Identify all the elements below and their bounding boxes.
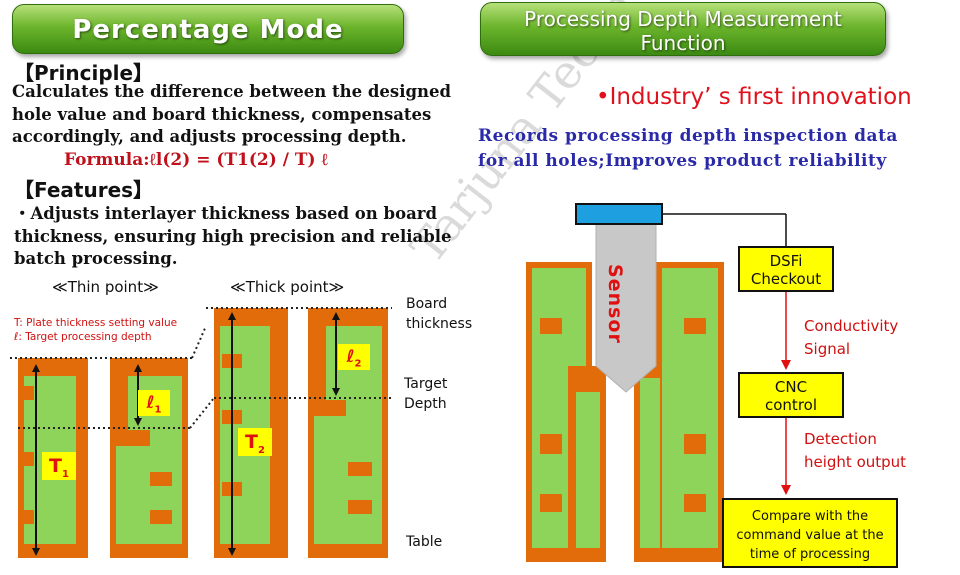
table-label: Table (406, 534, 443, 550)
target-depth-line-2: Depth (404, 396, 447, 412)
dsfi-checkout-box: DSFi Checkout (738, 246, 834, 292)
conductivity-signal-label: Conductivity Signal (804, 315, 898, 361)
features-text: ・Adjusts interlayer thickness based on b… (14, 203, 452, 271)
l1-tag-letter: ℓ (146, 393, 155, 413)
records-line-2: for all holes;Improves product reliabili… (478, 151, 887, 171)
percentage-mode-title: Percentage Mode (12, 4, 404, 54)
legend-t: T: Plate thickness setting value (14, 317, 178, 329)
principle-line-2: hole value and board thickness, compensa… (12, 104, 432, 124)
sensor-diagram (526, 203, 791, 562)
dsfi-line-1: DSFi (769, 252, 803, 270)
formula: Formula:ℓl(2) = (T1(2) / T) ℓ (64, 150, 328, 170)
records-line-1: Records processing depth inspection data (478, 126, 898, 146)
t1-tag: T1 (42, 452, 76, 480)
target-depth-line-1: Target (404, 376, 448, 392)
target-depth-label: Target Depth (404, 374, 447, 414)
processing-depth-title-line1: Processing Depth Measurement (524, 7, 842, 31)
industry-first-innovation: •Industry’ s first innovation (596, 84, 912, 110)
compare-line-1: Compare with the (751, 509, 869, 524)
l2-tag-letter: ℓ (346, 347, 355, 367)
l1-tag: ℓ1 (138, 390, 170, 416)
processing-depth-title: Processing Depth Measurement Function (480, 2, 886, 56)
l2-tag: ℓ2 (338, 344, 370, 370)
thin-point-board (10, 357, 192, 558)
detection-line-2: height output (804, 453, 907, 471)
records-text: Records processing depth inspection data… (478, 124, 898, 174)
principle-line-1: Calculates the difference between the de… (12, 82, 452, 101)
l1-tag-sub: 1 (154, 404, 162, 416)
conductivity-line-2: Signal (804, 340, 851, 358)
principle-heading: 【Principle】 (14, 61, 154, 85)
t2-tag-sub: 2 (258, 444, 265, 456)
features-line-3: batch processing. (14, 249, 178, 268)
t2-tag-letter: T (245, 431, 258, 453)
detection-line-1: Detection (804, 430, 877, 448)
thin-point-label: ≪Thin point≫ (52, 278, 159, 296)
compare-command-box: Compare with the command value at the ti… (722, 498, 898, 568)
cnc-line-1: CNC (774, 378, 808, 396)
principle-text: Calculates the difference between the de… (12, 81, 451, 149)
dsfi-line-2: Checkout (750, 270, 822, 288)
thick-point-label: ≪Thick point≫ (230, 278, 345, 296)
cnc-control-box: CNC control (738, 372, 844, 418)
board-thickness-line-1: Board (406, 296, 448, 312)
features-heading: 【Features】 (14, 178, 154, 202)
t2-tag: T2 (238, 428, 272, 456)
legend: T: Plate thickness setting value ℓ: Targ… (14, 316, 177, 344)
board-thickness-label: Board thickness (406, 294, 472, 334)
l2-tag-sub: 2 (354, 358, 362, 370)
detection-height-label: Detection height output (804, 428, 906, 474)
cnc-line-2: control (765, 396, 817, 414)
sensor-label: Sensor (604, 264, 626, 344)
processing-depth-title-line2: Function (640, 31, 726, 55)
compare-line-2: command value at the (736, 528, 884, 543)
board-thickness-line-2: thickness (406, 316, 473, 332)
principle-line-3: accordingly, and adjusts processing dept… (12, 127, 407, 146)
compare-line-3: time of processing (749, 547, 871, 562)
t1-tag-sub: 1 (62, 468, 69, 480)
conductivity-line-1: Conductivity (804, 317, 899, 335)
t1-tag-letter: T (49, 455, 62, 477)
legend-l: ℓ: Target processing depth (14, 331, 152, 343)
features-line-1: ・Adjusts interlayer thickness based on b… (14, 204, 437, 223)
features-line-2: thickness, ensuring high precision and r… (14, 226, 452, 246)
